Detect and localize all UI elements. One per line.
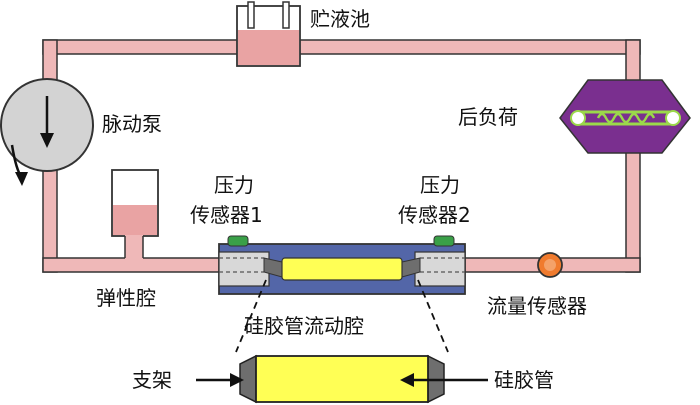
zoom-guide-left [235,279,267,353]
reservoir [236,1,301,67]
pressure-sensor-1-label-line2: 传感器1 [190,203,263,227]
flow-sensor-label: 流量传感器 [487,294,587,318]
tube-detail [239,354,445,404]
pump-label: 脉动泵 [102,112,162,136]
pump [0,78,94,186]
pressure-sensor-2-label-line1: 压力 [420,173,460,197]
afterload [559,79,691,154]
pressure-sensor-2-label-line2: 传感器2 [398,203,471,227]
silicone-chamber-label: 硅胶管流动腔 [244,314,364,338]
elastic-chamber-label: 弹性腔 [96,286,156,310]
silicone-tube-label: 硅胶管 [494,368,554,392]
afterload-label: 后负荷 [458,105,518,129]
flow-chamber [218,235,466,295]
pressure-sensor-1-label-line1: 压力 [214,173,254,197]
elastic-chamber [111,169,159,259]
zoom-guide-right [417,279,449,353]
stent-label: 支架 [132,368,172,392]
reservoir-label: 贮液池 [310,7,370,31]
flow-sensor [537,252,563,278]
